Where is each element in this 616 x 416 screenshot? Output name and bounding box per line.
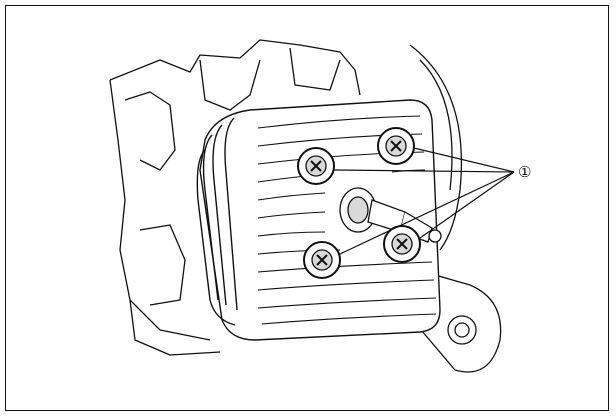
cylinder-block	[196, 99, 441, 341]
bolt-bottom-right	[383, 225, 421, 263]
leader-lines	[333, 147, 515, 255]
bolt-top-left	[297, 147, 335, 185]
callout-label-1: ①	[518, 163, 531, 181]
engine-frame	[109, 39, 361, 356]
mount-bracket	[399, 44, 502, 373]
bolt-top-right	[377, 127, 415, 165]
bolt-bottom-left	[303, 241, 341, 279]
